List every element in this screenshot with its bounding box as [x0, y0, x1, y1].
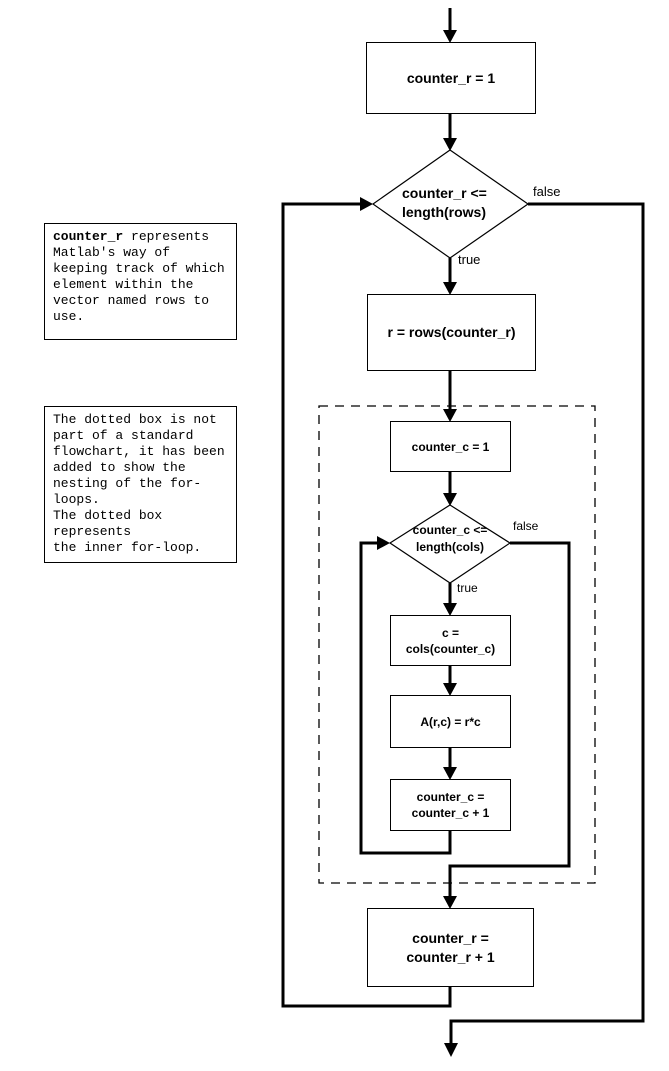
edge-assignr-to-initc — [443, 370, 457, 422]
process-increment-counter-c: counter_c = counter_c + 1 — [390, 779, 511, 831]
arrowhead — [377, 536, 390, 550]
process-init-counter-c: counter_c = 1 — [390, 421, 511, 472]
node-label: counter_c <= length(cols) — [412, 523, 488, 554]
arrowhead — [443, 409, 457, 422]
edge-incrc-loopback-to-condc — [359, 536, 452, 855]
node-label: r = rows(counter_r) — [387, 324, 516, 340]
note-first-line: represents — [123, 229, 210, 244]
inner-loop-dotted-box — [318, 405, 596, 884]
process-init-counter-r: counter_r = 1 — [366, 42, 536, 114]
node-label: counter_c = 1 — [411, 439, 490, 454]
decision-outer-loop-shape — [371, 149, 530, 259]
process-increment-counter-r: counter_r = counter_r + 1 — [367, 908, 534, 987]
edge-entry-top — [443, 8, 457, 43]
note-dotted-box: The dotted box is not part of a standard… — [44, 406, 237, 563]
edge-line — [448, 541, 571, 897]
process-compute-a: A(r,c) = r*c — [390, 695, 511, 748]
node-label: counter_c = counter_c + 1 — [411, 790, 490, 820]
decision-outer-loop-label: counter_r <= length(rows) — [402, 184, 532, 222]
label-outer-false: false — [533, 184, 561, 199]
process-assign-r: r = rows(counter_r) — [367, 294, 536, 371]
edge-condr-true-to-assignr — [443, 258, 457, 295]
node-label: counter_r = 1 — [406, 69, 496, 86]
edge-compute-to-incrc — [443, 747, 457, 780]
edge-line — [359, 541, 452, 855]
arrowhead — [443, 282, 457, 295]
note-counter-r: counter_r represents Matlab's way of kee… — [44, 223, 237, 340]
label-inner-false: false — [513, 519, 539, 533]
arrowhead — [443, 896, 457, 909]
decision-inner-loop-shape — [388, 504, 512, 584]
node-label: counter_r <= length(rows) — [402, 185, 487, 220]
node-label: A(r,c) = r*c — [420, 714, 481, 729]
arrowhead — [443, 30, 457, 43]
edge-line — [449, 202, 645, 1044]
process-assign-c: c = cols(counter_c) — [390, 615, 511, 666]
arrowhead — [443, 603, 457, 616]
arrowhead — [360, 197, 373, 211]
note-body: The dotted box is not part of a standard… — [53, 412, 225, 555]
edge-incrr-loopback-to-condr — [281, 197, 452, 1008]
decision-inner-loop-label: counter_c <= length(cols) — [390, 522, 510, 556]
label-outer-true: true — [458, 252, 481, 267]
edge-condr-false-exit — [444, 202, 645, 1057]
note-body: Matlab's way of keeping track of which e… — [53, 245, 225, 324]
arrowhead — [443, 767, 457, 780]
edge-assignc-to-compute — [443, 665, 457, 696]
note-term: counter_r — [53, 229, 124, 244]
edge-initr-to-condr — [443, 113, 457, 151]
edge-initc-to-condc — [443, 471, 457, 506]
edge-condc-false-to-incrr — [443, 541, 571, 909]
node-label: counter_r = counter_r + 1 — [406, 929, 495, 965]
arrowhead — [443, 138, 457, 151]
label-inner-true: true — [457, 581, 478, 595]
edge-condc-true-to-assignc — [443, 583, 457, 616]
edge-line — [281, 202, 452, 1008]
arrowhead — [444, 1043, 458, 1057]
node-label: c = cols(counter_c) — [405, 625, 496, 656]
arrowhead — [443, 493, 457, 506]
arrowhead — [443, 683, 457, 696]
